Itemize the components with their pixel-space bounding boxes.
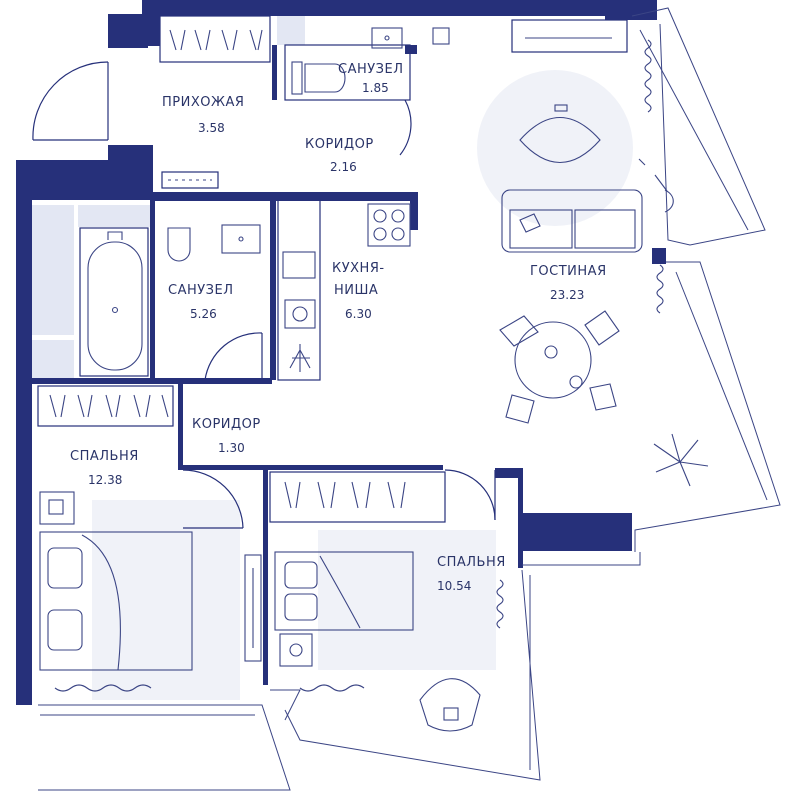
room-area-living: 23.23: [550, 288, 584, 302]
bed1-bed: [39, 531, 193, 671]
room-area-bed2: 10.54: [437, 579, 471, 593]
shower-glass: [32, 205, 74, 335]
bed2-door: [444, 469, 496, 521]
room-area-bath: 5.26: [190, 307, 217, 321]
room-name-bath: САНУЗЕЛ: [168, 283, 234, 298]
room-name-bed1: СПАЛЬНЯ: [70, 449, 139, 464]
room-name-hall: ПРИХОЖАЯ: [162, 95, 244, 110]
bed2-nightstand: [279, 633, 313, 667]
room-area-kitchen: 6.30: [345, 307, 372, 321]
room-name-wc-small: САНУЗЕЛ: [338, 62, 404, 77]
bed1-tv-stand: [244, 554, 262, 662]
room-area-wc-small: 1.85: [362, 81, 389, 95]
room-area-corridor1: 2.16: [330, 160, 357, 174]
bathtub: [79, 227, 149, 377]
room-name-corridor2: КОРИДОР: [192, 417, 261, 432]
hall-wardrobe: [159, 15, 271, 63]
bed1-nightstand: [39, 491, 75, 525]
room-name-living: ГОСТИНАЯ: [530, 264, 607, 279]
window-walls: [38, 7, 781, 791]
bed2-bed: [274, 551, 414, 631]
bed2-rug: [318, 530, 496, 670]
bed2-wardrobe: [269, 471, 446, 523]
curtains: [54, 39, 664, 692]
bathroom-window: [277, 15, 305, 45]
plant-icon: [653, 433, 709, 487]
bed2-armchair: [419, 678, 481, 732]
bath-fixtures: [167, 224, 263, 381]
kitchen-unit: [277, 199, 411, 381]
living-rug: [477, 70, 633, 226]
room-name-kitchen-1: КУХНЯ-: [332, 261, 385, 276]
room-name-corridor1: КОРИДОР: [305, 137, 374, 152]
shower-glass-2: [32, 340, 74, 378]
round-dining-table: [499, 310, 620, 424]
room-area-hall: 3.58: [198, 121, 225, 135]
window-glass: [78, 205, 150, 227]
room-name-kitchen-2: НИША: [334, 283, 378, 298]
room-labels: ПРИХОЖАЯ 3.58 САНУЗЕЛ 1.85 КОРИДОР 2.16 …: [70, 62, 607, 593]
room-area-bed1: 12.38: [88, 473, 122, 487]
room-name-bed2: СПАЛЬНЯ: [437, 555, 506, 570]
bed1-door: [182, 469, 244, 529]
room-area-corridor2: 1.30: [218, 441, 245, 455]
living-dining-set: [519, 104, 674, 213]
bed1-wardrobe: [37, 385, 174, 427]
walls: [16, 0, 666, 705]
living-sofa: [501, 189, 643, 253]
bed1-rug: [92, 500, 240, 700]
living-shelving: [432, 19, 628, 53]
entrance-door[interactable]: [32, 61, 109, 141]
wc-small-fixtures: [284, 27, 412, 156]
shoe-rack: [161, 171, 219, 189]
